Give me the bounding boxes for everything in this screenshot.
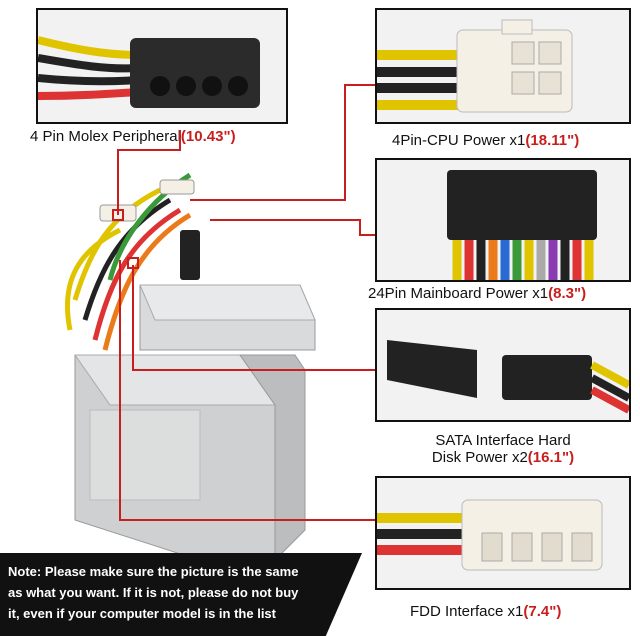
sata-label-line1: SATA Interface Hard [435, 432, 571, 449]
cpu-label-name: 4Pin-CPU Power x1 [392, 132, 526, 149]
molex-label-name: 4 Pin Molex Peripheral [30, 128, 181, 145]
molex-label-length: (10.43") [180, 128, 236, 145]
sata-connector-photo [375, 308, 631, 422]
note-line2: as what you want. If it is not, please d… [8, 585, 299, 600]
cpu-label: 4Pin-CPU Power x1(18.11") [392, 132, 579, 149]
fdd-label-length: (7.4") [523, 603, 562, 620]
fdd-label: FDD Interface x1(7.4") [410, 603, 561, 620]
sata-label-length: (16.1") [527, 449, 575, 466]
sata-label-line2: Disk Power x2 [431, 449, 528, 466]
note-line3: it, even if your computer model is in th… [8, 606, 276, 621]
fdd-connector-photo [375, 476, 631, 590]
sata-label: SATA Interface Hard Disk Power x2(16.1") [388, 432, 618, 466]
note-line1: Note: Please make sure the picture is th… [8, 564, 299, 579]
note-box: Note: Please make sure the picture is th… [0, 553, 362, 636]
molex-label: 4 Pin Molex Peripheral(10.43") [30, 128, 236, 145]
cpu-connector-photo [375, 8, 631, 124]
mainboard-label-length: (8.3") [548, 285, 587, 302]
mainboard-label: 24Pin Mainboard Power x1(8.3") [368, 285, 586, 302]
cpu-label-length: (18.11") [525, 132, 580, 149]
molex-connector-photo [36, 8, 288, 124]
fdd-label-name: FDD Interface x1 [410, 603, 524, 620]
mainboard-connector-photo [375, 158, 631, 282]
mainboard-label-name: 24Pin Mainboard Power x1 [368, 285, 549, 302]
cable-connector-white-icon [99, 204, 137, 222]
